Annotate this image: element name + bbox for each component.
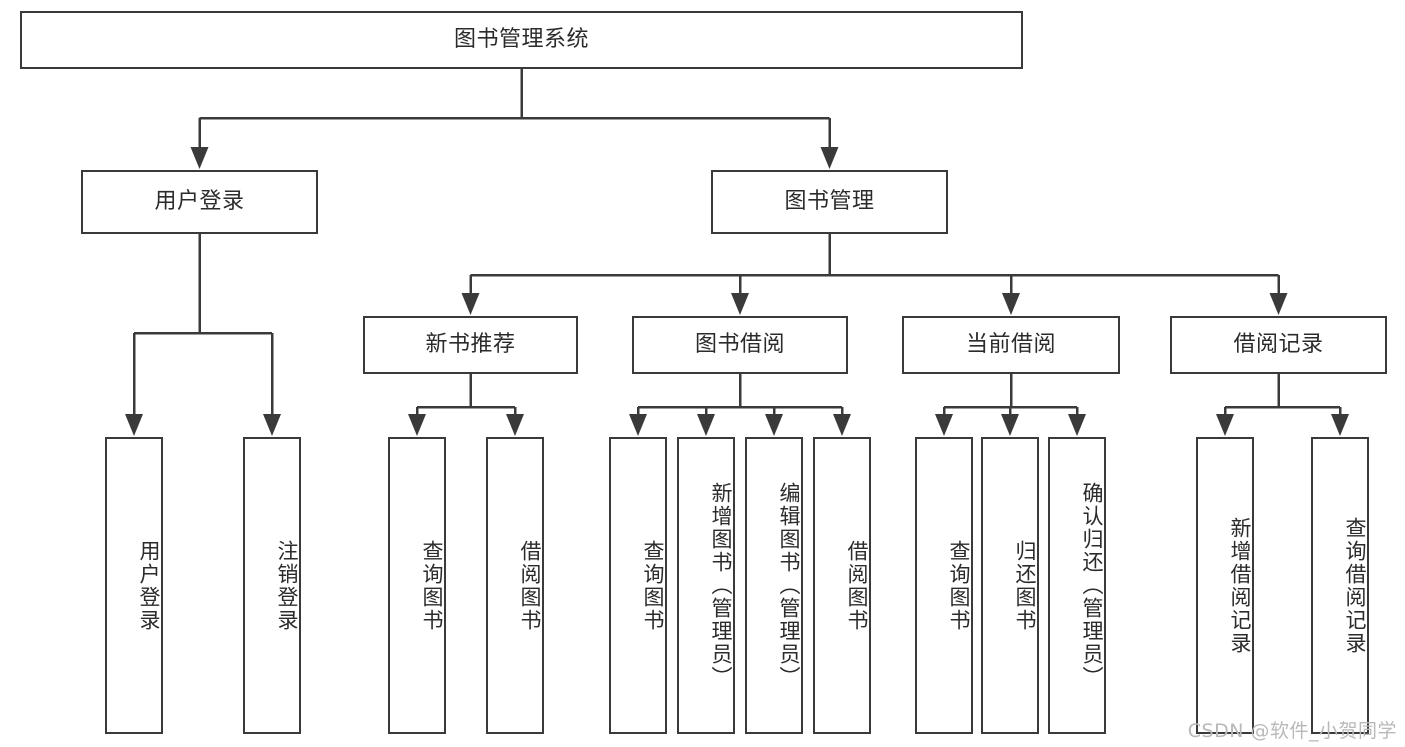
- node-label: 查询图书: [641, 539, 665, 632]
- node-root[interactable]: 图书管理系统: [20, 11, 1023, 69]
- node-leaf-user-login[interactable]: 用户登录: [105, 437, 163, 734]
- node-label: 借阅记录: [1233, 332, 1324, 358]
- node-label: 图书管理系统: [453, 27, 589, 53]
- node-label: 新增图书（管理员）: [709, 482, 733, 689]
- node-book-manage[interactable]: 图书管理: [711, 170, 948, 234]
- node-leaf-add-record[interactable]: 新增借阅记录: [1196, 437, 1254, 734]
- node-leaf-query-book-3[interactable]: 查询图书: [915, 437, 973, 734]
- node-book-borrow[interactable]: 图书借阅: [632, 316, 848, 374]
- node-label: 用户登录: [137, 539, 161, 632]
- node-label: 归还图书: [1013, 539, 1037, 632]
- node-label: 图书借阅: [694, 332, 785, 358]
- node-label: 当前借阅: [965, 332, 1056, 358]
- node-label: 用户登录: [154, 189, 245, 215]
- node-leaf-confirm-return[interactable]: 确认归还（管理员）: [1048, 437, 1106, 734]
- node-label: 查询图书: [947, 539, 971, 632]
- node-current-borrow[interactable]: 当前借阅: [902, 316, 1120, 374]
- node-leaf-add-book[interactable]: 新增图书（管理员）: [677, 437, 735, 734]
- node-label: 借阅图书: [518, 539, 542, 632]
- node-user-login[interactable]: 用户登录: [81, 170, 318, 234]
- node-label: 确认归还（管理员）: [1080, 482, 1104, 689]
- node-leaf-return-book[interactable]: 归还图书: [981, 437, 1039, 734]
- node-label: 查询借阅记录: [1343, 516, 1367, 655]
- node-label: 图书管理: [784, 189, 875, 215]
- node-leaf-borrow-book-2[interactable]: 借阅图书: [813, 437, 871, 734]
- node-leaf-borrow-book-1[interactable]: 借阅图书: [486, 437, 544, 734]
- node-label: 查询图书: [420, 539, 444, 632]
- node-label: 借阅图书: [845, 539, 869, 632]
- node-leaf-query-book-2[interactable]: 查询图书: [609, 437, 667, 734]
- node-label: 新书推荐: [425, 332, 516, 358]
- node-leaf-logout[interactable]: 注销登录: [243, 437, 301, 734]
- node-borrow-record[interactable]: 借阅记录: [1170, 316, 1387, 374]
- node-label: 新增借阅记录: [1228, 516, 1252, 655]
- node-label: 编辑图书（管理员）: [777, 482, 801, 689]
- node-label: 注销登录: [275, 539, 299, 632]
- node-leaf-query-record[interactable]: 查询借阅记录: [1311, 437, 1369, 734]
- node-leaf-edit-book[interactable]: 编辑图书（管理员）: [745, 437, 803, 734]
- watermark: CSDN @软件_小贺同学: [1187, 720, 1397, 742]
- node-leaf-query-book-1[interactable]: 查询图书: [388, 437, 446, 734]
- node-new-book-recommend[interactable]: 新书推荐: [363, 316, 578, 374]
